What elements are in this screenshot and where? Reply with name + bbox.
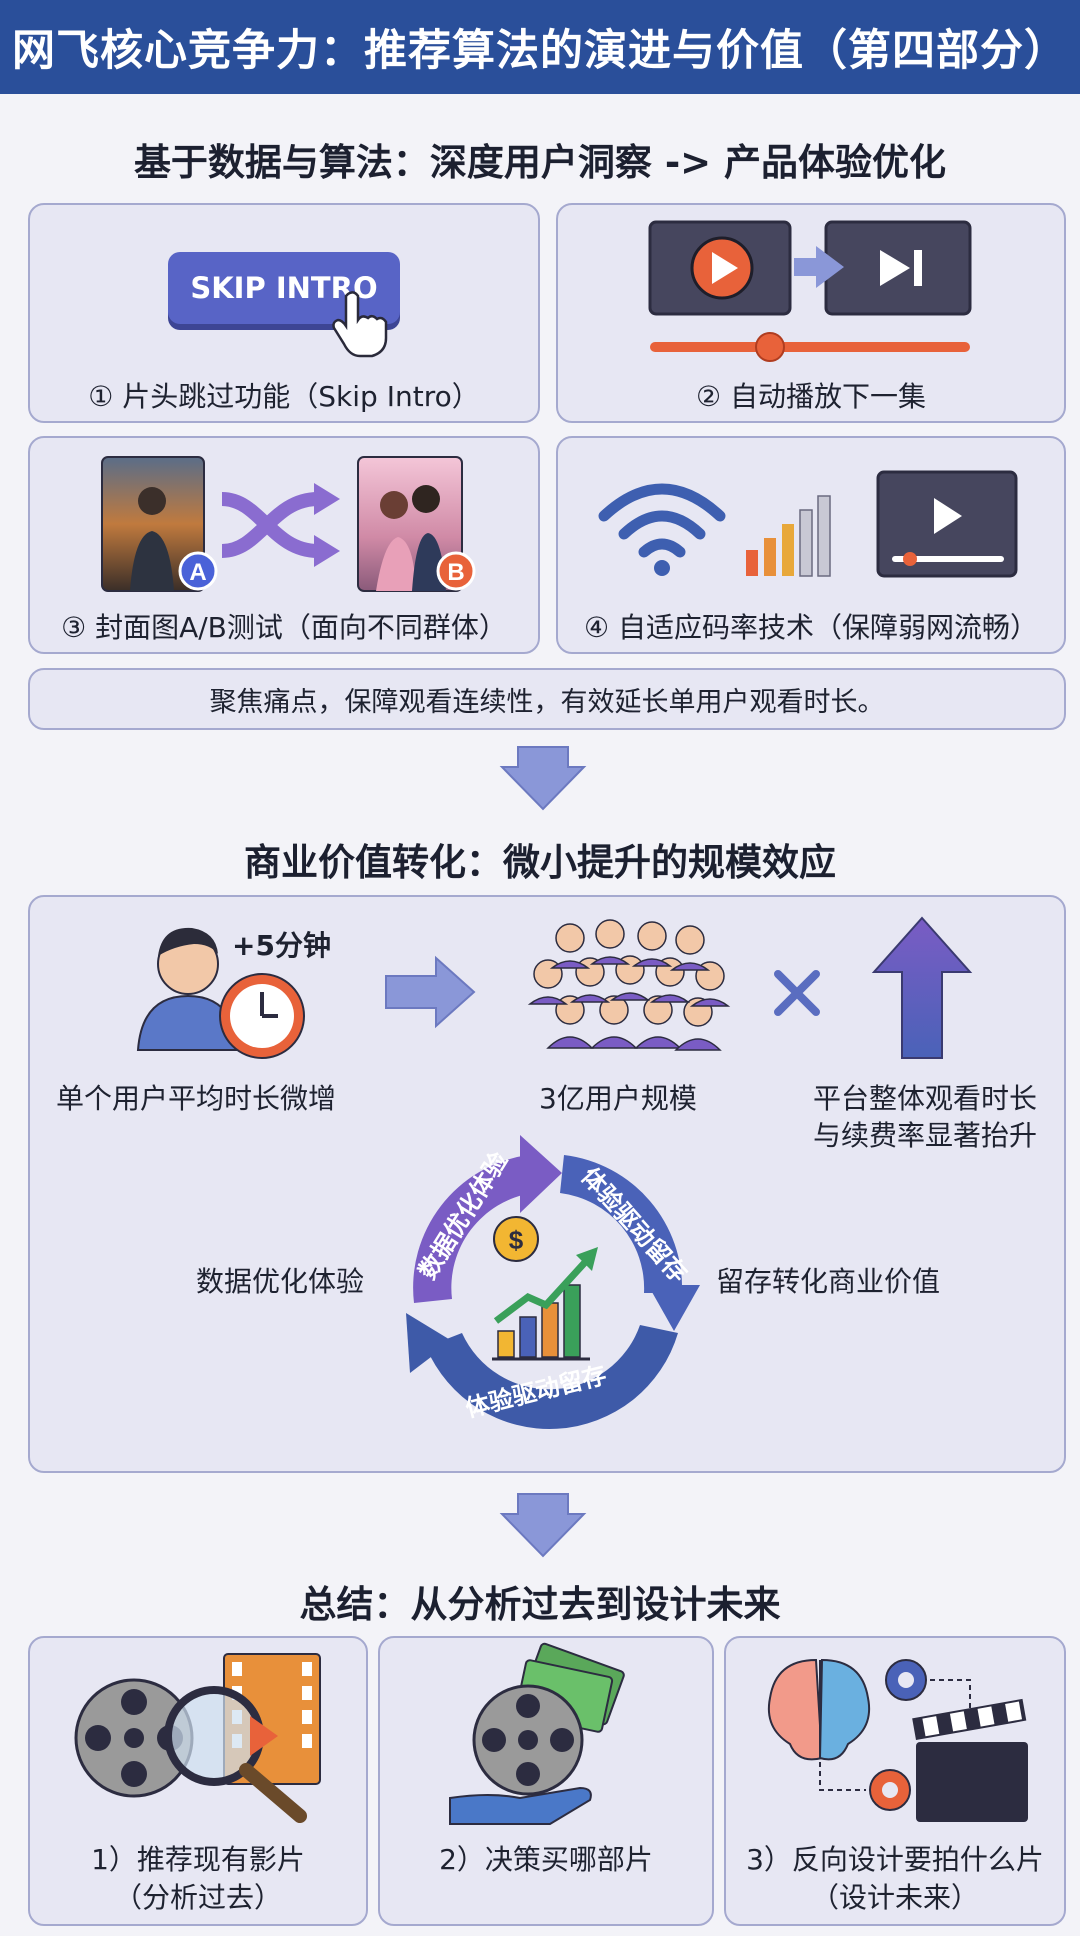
poster-a-image [101, 456, 205, 592]
user-scale-label: 3亿用户规模 [539, 1082, 697, 1115]
right-arrow-icon [385, 955, 476, 1029]
down-arrow-icon [499, 746, 587, 811]
brain-clapperboard-icon [768, 1658, 1028, 1822]
summary-card-2-line1: 2）决策买哪部片 [439, 1843, 653, 1876]
summary-banner: 聚焦痛点，保障观看连续性，有效延长单用户观看时长。 [28, 668, 1066, 730]
badge-a-label: A [189, 559, 206, 586]
money-reel-hand-icon [449, 1642, 625, 1825]
summary-card-3-line2: （设计未来） [810, 1881, 979, 1914]
section1-title: 基于数据与算法：深度用户洞察 -> 产品体验优化 [133, 141, 947, 184]
skip-intro-card: ① 片头跳过功能（Skip Intro） [28, 203, 540, 423]
section2-title: 商业价值转化：微小提升的规模效应 [244, 841, 836, 884]
shuffle-icon [221, 483, 340, 567]
ab-test-illustration: A B [101, 456, 476, 592]
svg-text:$: $ [509, 1225, 524, 1255]
adaptive-bitrate-illustration [598, 470, 1018, 578]
page-header: 网飞核心竞争力：推荐算法的演进与价值（第四部分） [0, 0, 1080, 94]
cycle-arc-top-right [560, 1155, 700, 1331]
video-player-icon [876, 470, 1018, 578]
summary-card-1-line1: 1）推荐现有影片 [91, 1843, 305, 1876]
film-reel-magnifier-icon [74, 1653, 321, 1823]
platform-growth-line2: 与续费率显著抬升 [812, 1119, 1037, 1152]
autoplay-card: ② 自动播放下一集 [556, 203, 1066, 423]
clapperboard-icon [912, 1698, 1028, 1822]
summary-banner-text: 聚焦痛点，保障观看连续性，有效延长单用户观看时长。 [209, 686, 885, 718]
growth-chart-coin-icon: $ [492, 1216, 598, 1361]
user-crowd-icon [527, 919, 731, 1051]
summary-card-1-line2: （分析过去） [113, 1881, 282, 1914]
section3-title: 总结：从分析过去到设计未来 [299, 1583, 781, 1626]
user-clock-icon [136, 927, 305, 1059]
autoplay-label: ② 自动播放下一集 [695, 380, 926, 413]
ab-test-label: ③ 封面图A/B测试（面向不同群体） [61, 611, 507, 644]
skip-intro-label: ① 片头跳过功能（Skip Intro） [88, 380, 480, 413]
brain-icon [768, 1658, 870, 1761]
cycle-right-label: 留存转化商业价值 [716, 1265, 941, 1298]
gear-icon [869, 1769, 911, 1811]
page-title: 网飞核心竞争力：推荐算法的演进与价值（第四部分） [12, 26, 1068, 76]
wifi-icon [598, 483, 726, 576]
cycle-left-label: 数据优化体验 [196, 1265, 365, 1298]
summary-card-3-line1: 3）反向设计要拍什么片 [746, 1843, 1044, 1876]
up-arrow-icon [871, 916, 973, 1059]
adaptive-bitrate-label: ④ 自适应码率技术（保障弱网流畅） [583, 611, 1038, 644]
hand-cursor-icon [332, 291, 388, 358]
flywheel-cycle-diagram: 数据优化体验 体验驱动留存 体验驱动留存 $ [406, 1135, 700, 1430]
autoplay-next-icon [648, 220, 972, 362]
badge-b-label: B [447, 559, 464, 586]
arc-top-right-text: 体验驱动留存 [576, 1162, 693, 1288]
signal-bars-icon [746, 495, 831, 577]
gear-icon [885, 1659, 927, 1701]
down-arrow-icon [499, 1493, 587, 1558]
platform-growth-line1: 平台整体观看时长 [812, 1082, 1037, 1115]
badge-a [178, 551, 218, 591]
single-user-label: 单个用户平均时长微增 [56, 1082, 337, 1115]
cycle-arc-top-left [413, 1135, 562, 1303]
cycle-arc-bottom [406, 1313, 678, 1430]
multiply-icon [774, 970, 820, 1016]
arc-top-left-text: 数据优化体验 [413, 1147, 513, 1284]
plus-minutes-label: +5分钟 [232, 929, 331, 962]
badge-b [436, 551, 476, 591]
